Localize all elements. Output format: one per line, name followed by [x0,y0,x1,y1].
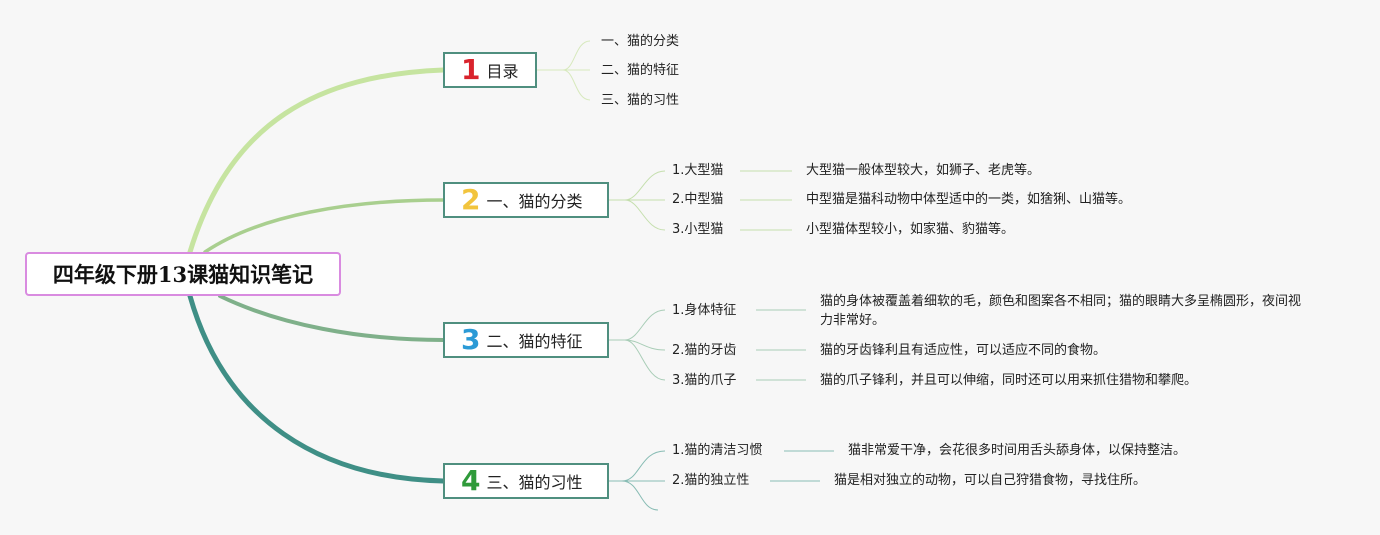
topic-label: 目录 [486,62,519,81]
branch-line-4 [187,293,446,484]
detail-text[interactable]: 猫的身体被覆盖着细软的毛，颜色和图案各不相同；猫的眼睛大多呈椭圆形，夜间视力非常… [820,294,1302,328]
child-lines-1 [537,40,591,101]
subtopic-label[interactable]: 3.猫的爪子 [672,373,737,388]
detail-text[interactable]: 中型猫是猫科动物中体型适中的一类，如猞猁、山猫等。 [806,192,1132,207]
detail-text[interactable]: 猫的牙齿锋利且有适应性，可以适应不同的食物。 [820,343,1107,358]
branch-line-3 [218,294,445,342]
subtopic-label[interactable]: 2.中型猫 [672,192,724,207]
detail-text[interactable]: 小型猫体型较小，如家猫、豹猫等。 [806,222,1015,237]
topic-node-3[interactable]: 3 二、猫的特征 [443,322,609,358]
subtopic-label[interactable]: 一、猫的分类 [601,34,680,49]
detail-text[interactable]: 大型猫一般体型较大，如狮子、老虎等。 [806,163,1041,178]
subtopic-label[interactable]: 二、猫的特征 [601,63,680,78]
subtopic-label[interactable]: 1.猫的清洁习惯 [672,443,763,458]
subtopic-label[interactable]: 1.身体特征 [672,303,737,318]
number-4-icon: 4 [461,464,481,497]
subtopic-label[interactable]: 2.猫的牙齿 [672,343,737,358]
detail-text[interactable]: 猫非常爱干净，会花很多时间用舌头舔身体，以保持整洁。 [848,443,1187,458]
topic-node-1[interactable]: 1 目录 [443,52,537,88]
root-label: 四年级下册13课猫知识笔记 [52,262,314,287]
topic-label: 一、猫的分类 [486,192,583,211]
detail-text[interactable]: 猫的爪子锋利，并且可以伸缩，同时还可以用来抓住猎物和攀爬。 [820,373,1198,388]
detail-text[interactable]: 猫是相对独立的动物，可以自己狩猎食物，寻找住所。 [834,473,1147,488]
number-3-icon: 3 [461,323,481,356]
topic-label: 二、猫的特征 [486,332,583,351]
root-node[interactable]: 四年级下册13课猫知识笔记 [25,252,341,296]
topic-label: 三、猫的习性 [486,473,583,492]
branch-line-2 [203,198,445,254]
subtopic-label[interactable]: 2.猫的独立性 [672,473,750,488]
subtopic-label[interactable]: 3.小型猫 [672,222,724,237]
child-lines-2 [609,170,792,231]
subtopic-label[interactable]: 1.大型猫 [672,163,724,178]
number-2-icon: 2 [461,183,481,216]
child-lines-3 [609,309,806,381]
topic-node-4[interactable]: 4 三、猫的习性 [443,463,609,499]
number-1-icon: 1 [461,53,481,86]
branch-line-1 [187,67,446,255]
subtopic-label[interactable]: 三、猫的习性 [601,93,680,108]
child-lines-4 [609,450,834,511]
topic-node-2[interactable]: 2 一、猫的分类 [443,182,609,218]
